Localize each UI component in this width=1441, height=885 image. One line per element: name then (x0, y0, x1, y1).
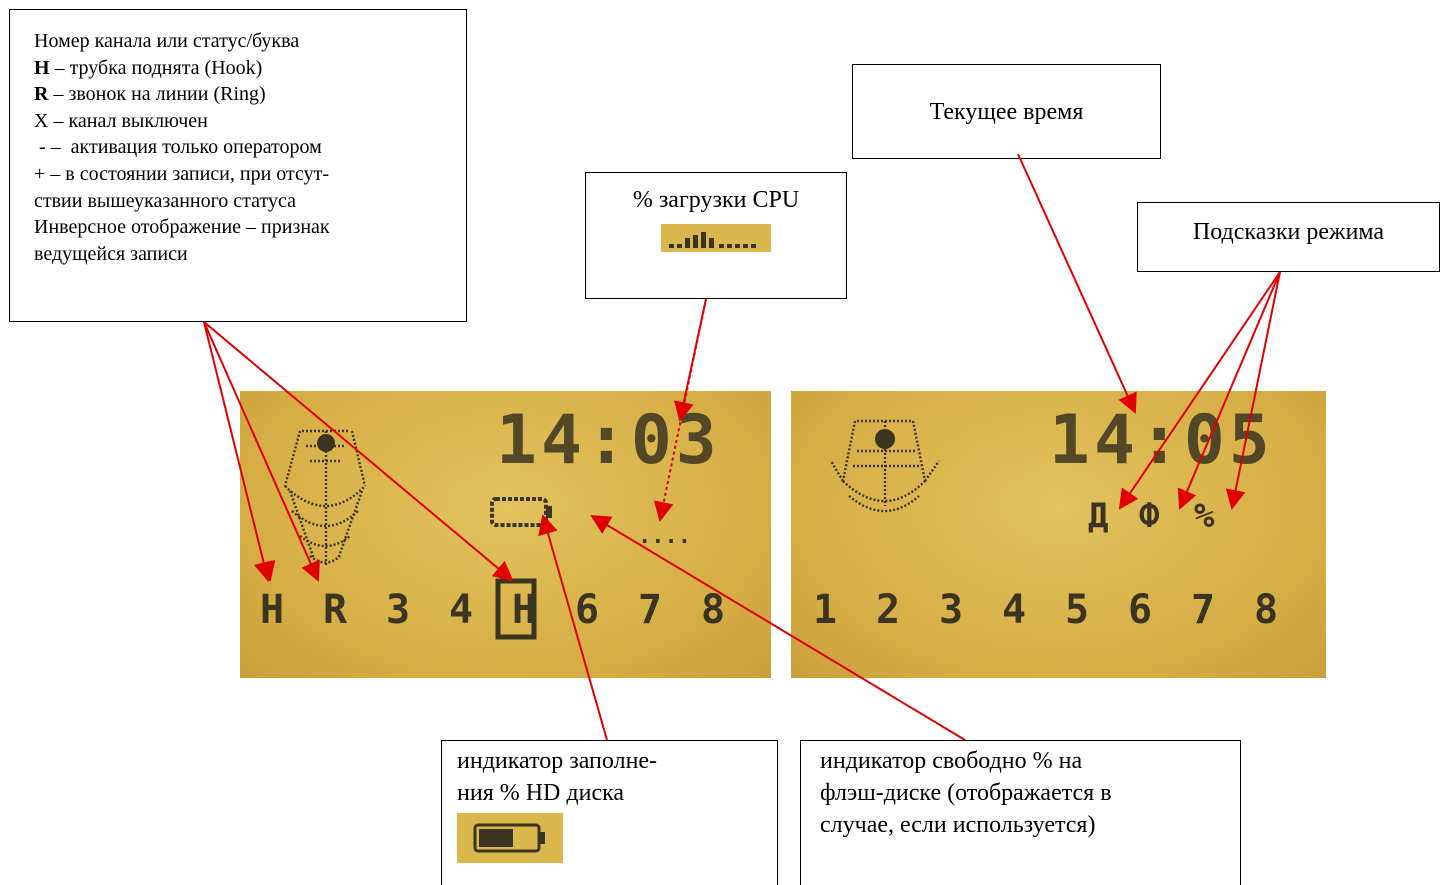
legend-item-ring: R – звонок на линии (Ring) (34, 81, 466, 108)
lcd-right-channel-8: 8 (1254, 587, 1278, 633)
lcd-left-flash-indicator: .... (638, 524, 691, 549)
flash-label-line-2: флэш-диске (отображается в (820, 780, 1112, 806)
mode-hint-percent: % (1194, 496, 1215, 536)
lcd-left-channel-8: 8 (701, 587, 725, 633)
legend-item-hook: H – трубка поднята (Hook) (34, 55, 466, 82)
spider-web-icon (283, 429, 367, 566)
lcd-right-channel-7: 7 (1191, 587, 1215, 633)
current-time-callout: Текущее время (852, 64, 1161, 159)
legend-key-r: R (34, 83, 49, 106)
mode-hints-label: Подсказки режима (1192, 219, 1385, 245)
lcd-left-channel-6: 6 (575, 587, 599, 633)
spider-web-icon (829, 419, 940, 513)
legend-line-recording-1: + – в состоянии записи, при отсут- (34, 162, 330, 185)
lcd-left-channel-3: 3 (386, 587, 410, 633)
hdd-label-line-2: ния % HD диска (457, 780, 625, 806)
lcd-left-channel-2: R (323, 587, 348, 633)
lcd-left-time: 14:03 (496, 401, 721, 480)
cpu-load-callout: % загрузки CPU (585, 172, 847, 299)
mode-hints-callout: Подсказки режима (1137, 202, 1440, 272)
legend-line-recording-2: ствии вышеуказанного статуса (34, 189, 297, 212)
flash-label-line-1: индикатор свободно % на (820, 748, 1083, 774)
legend-line-off: X – канал выключен (34, 109, 208, 132)
arrow-time (1017, 153, 1137, 414)
lcd-right-time: 14:05 (1049, 401, 1274, 480)
channel-callout-title: Номер канала или статус/буква (34, 30, 300, 52)
hdd-label-line-1: индикатор заполне- (457, 748, 658, 774)
cpu-bars-icon (661, 224, 771, 252)
flash-label-line-3: случае, если используется) (820, 812, 1096, 838)
legend-line-inverse-1: Инверсное отображение – признак (34, 216, 330, 239)
battery-like-hdd-icon (457, 813, 563, 863)
legend-key-h: H (34, 56, 50, 79)
lcd-right-channel-1: 1 (813, 587, 837, 633)
mode-hint-f: Ф (1139, 496, 1160, 536)
legend-line-inverse-2: ведущейся записи (34, 242, 188, 265)
recording-highlight-frame (495, 578, 537, 640)
lcd-right-channel-3: 3 (939, 587, 963, 633)
hdd-fill-callout: индикатор заполне- ния % HD диска (441, 740, 778, 885)
legend-text-ring: – звонок на линии (Ring) (48, 83, 266, 106)
channel-status-callout: Номер канала или статус/буква H – трубка… (9, 9, 467, 322)
hdd-fill-icon (490, 497, 552, 527)
lcd-left-channel-1: H (260, 587, 284, 633)
mode-hint-d: Д (1088, 496, 1108, 536)
lcd-right-channel-6: 6 (1128, 587, 1152, 633)
lcd-left-channel-7: 7 (638, 587, 662, 633)
legend-text-hook: – трубка поднята (Hook) (49, 56, 263, 79)
current-time-label: Текущее время (929, 99, 1084, 125)
lcd-right-channel-4: 4 (1002, 587, 1026, 633)
cpu-load-label: % загрузки CPU (632, 187, 800, 213)
lcd-left-channel-4: 4 (449, 587, 473, 633)
flash-free-callout: индикатор свободно % на флэш-диске (отоб… (800, 740, 1241, 885)
lcd-right-channel-5: 5 (1065, 587, 1089, 633)
lcd-right-channel-2: 2 (876, 587, 900, 633)
legend-line-operator: - – активация только оператором (34, 136, 322, 159)
